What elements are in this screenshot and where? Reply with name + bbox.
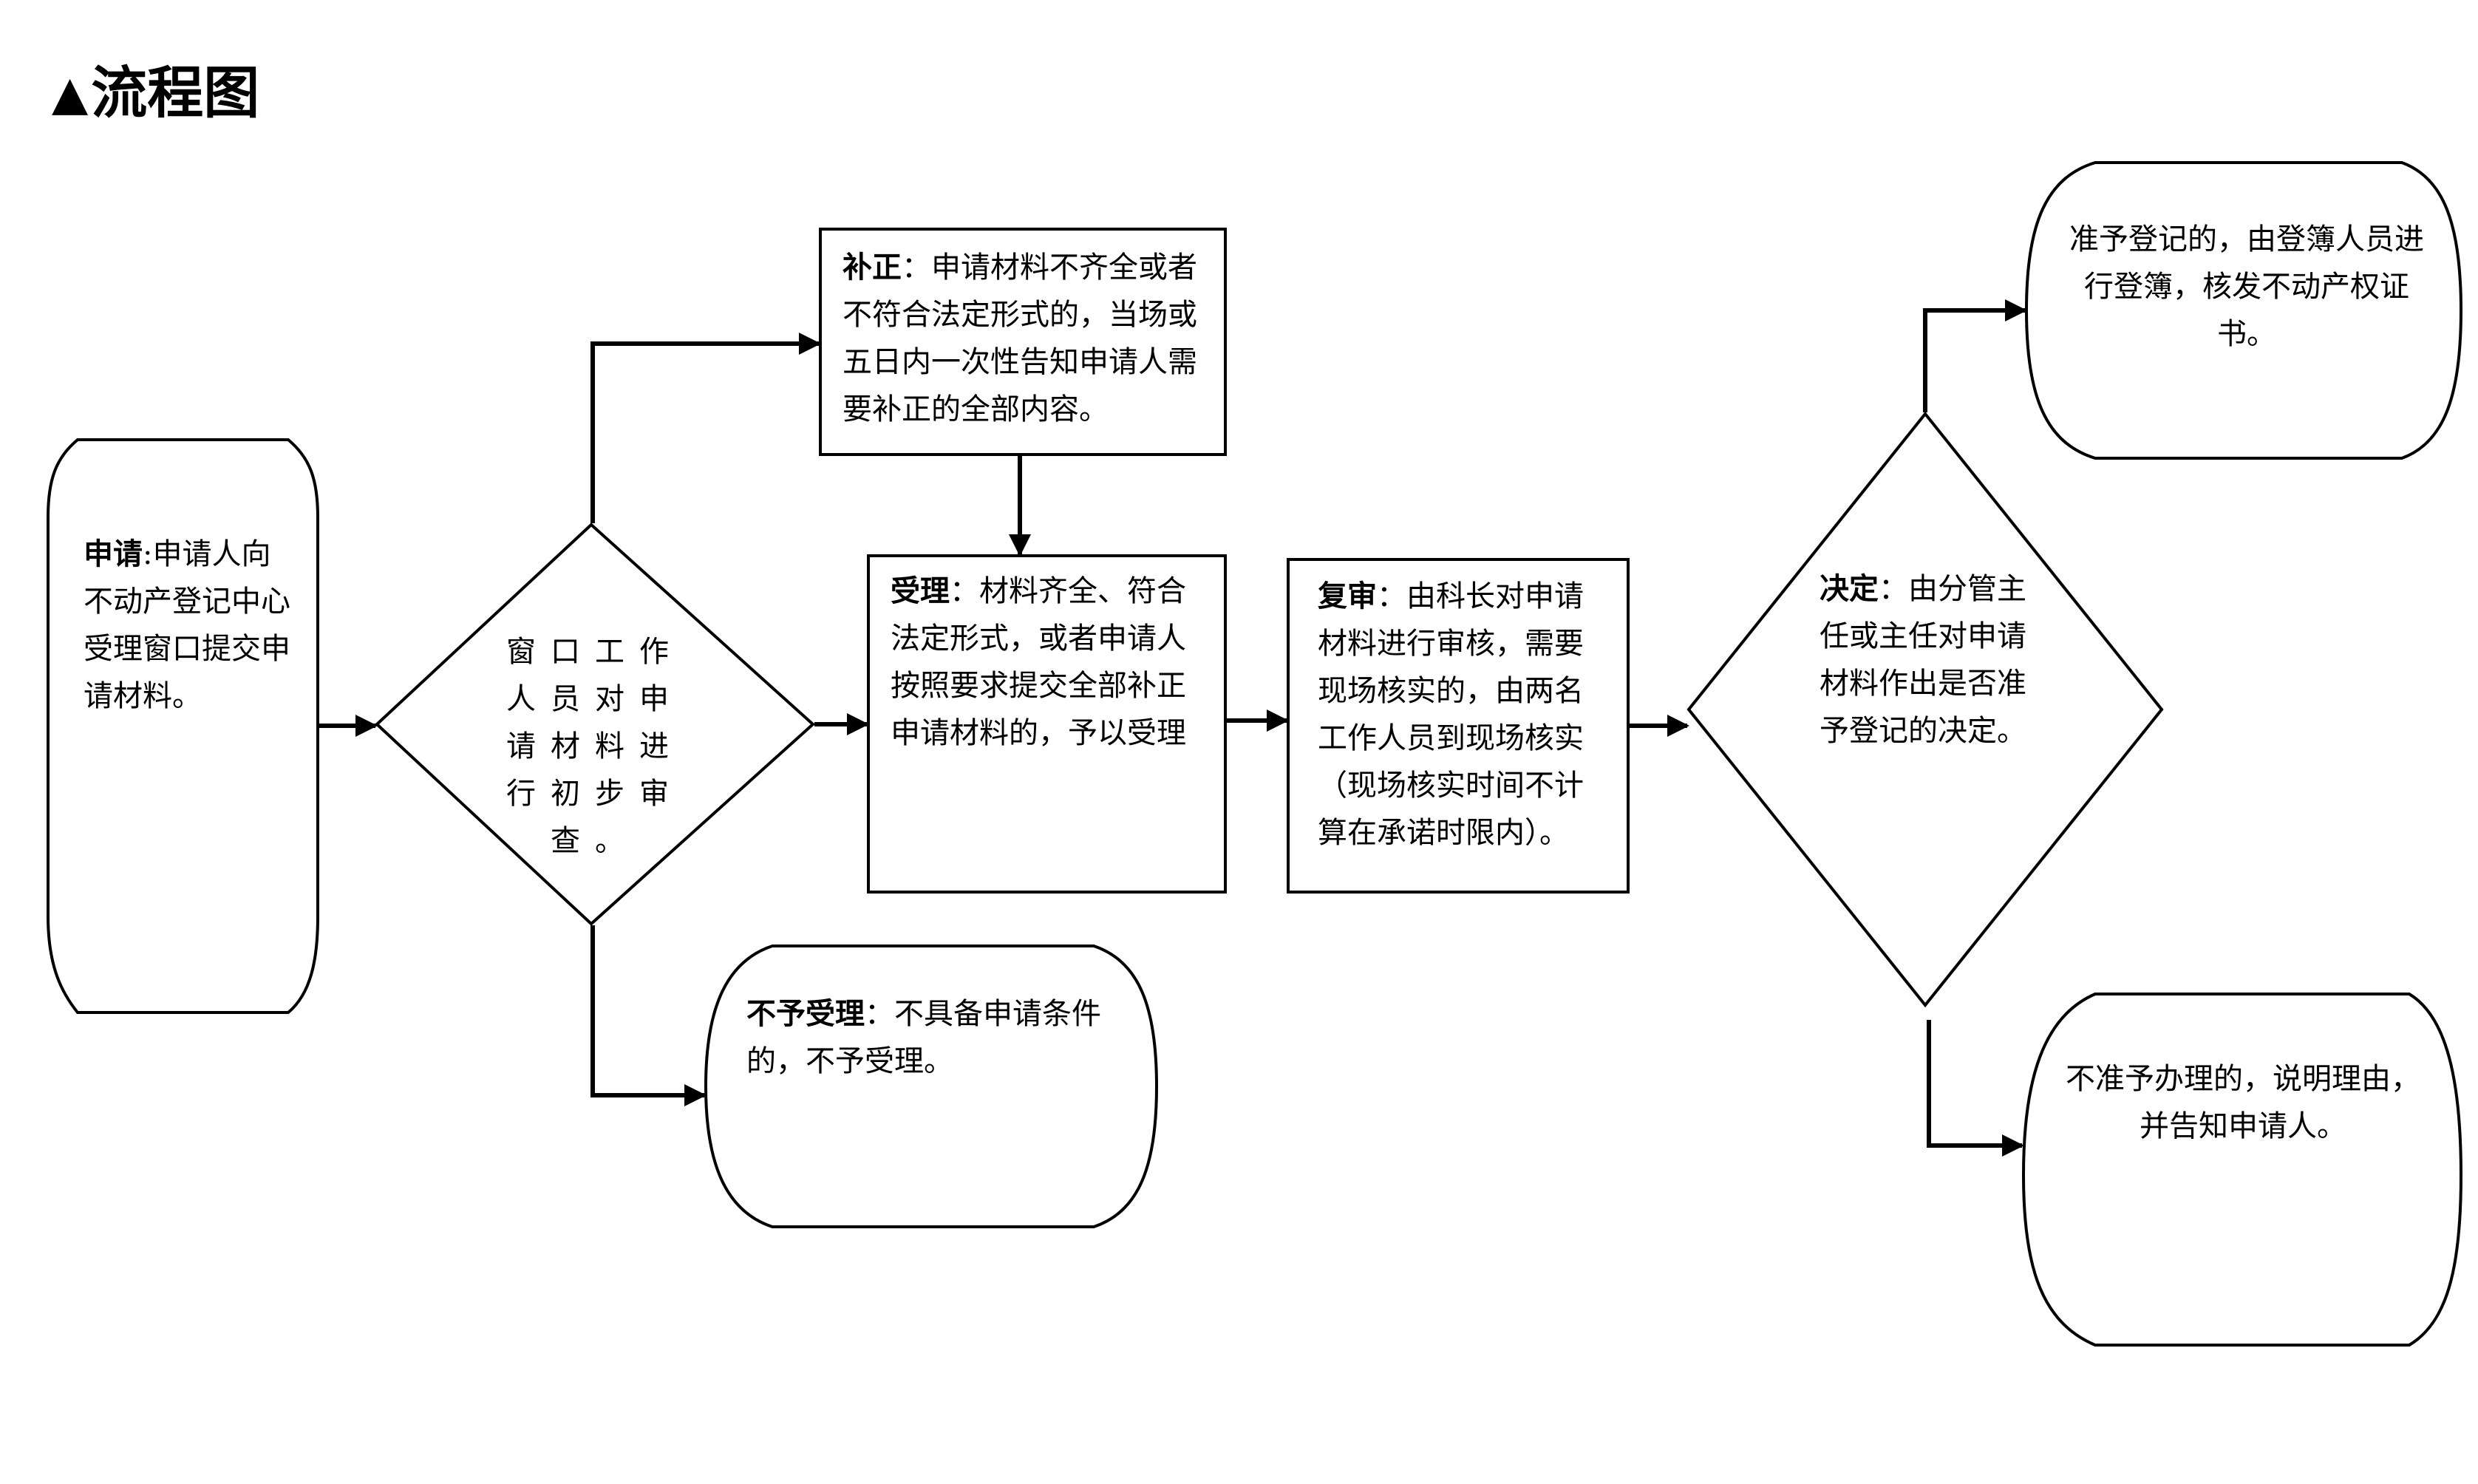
reject-label: 不予受理 (746, 996, 865, 1031)
decide-label: 决定 (1820, 571, 1879, 606)
recheck-text: 复审：由科长对申请材料进行审核，需要现场核实的，由两名工作人员到现场核实（现场核… (1318, 573, 1610, 857)
correction-label: 补正 (843, 250, 902, 285)
accept-content: 材料齐全、符合法定形式，或者申请人按照要求提交全部补正申请材料的，予以受理 (891, 574, 1186, 750)
reject-sep: ： (865, 997, 894, 1031)
title-text: 流程图 (91, 60, 260, 126)
deny-text: 不准予办理的，说明理由，并告知申请人。 (2062, 1055, 2424, 1150)
decide-sep: ： (1879, 572, 1908, 606)
edge-review-correction (590, 333, 821, 523)
edge-decide-deny (1927, 1020, 2024, 1157)
review-content: 窗口工作人员对申请材料进行初步审查。 (506, 635, 684, 858)
reject-shape (704, 944, 1159, 1228)
approve-shape (2024, 161, 2463, 460)
accept-text: 受理：材料齐全、符合法定形式，或者申请人按照要求提交全部补正申请材料的，予以受理 (891, 568, 1201, 757)
decide-diamond (1686, 411, 2164, 1008)
reject-text: 不予受理：不具备申请条件的，不予受理。 (746, 990, 1131, 1085)
approve-text: 准予登记的，由登簿人员进行登簿，核发不动产权证书。 (2069, 216, 2424, 358)
recheck-content: 由科长对申请材料进行审核，需要现场核实的，由两名工作人员到现场核实（现场核实时间… (1318, 579, 1584, 850)
edge-decide-approve (1923, 299, 2027, 412)
decide-text: 决定：由分管主任或主任对申请材料作出是否准予登记的决定。 (1820, 565, 2030, 755)
page-title: ▲流程图 (52, 65, 259, 121)
reject-content: 不具备申请条件的，不予受理。 (746, 997, 1101, 1078)
apply-text: 申请:申请人向不动产登记中心受理窗口提交申请材料。 (84, 531, 294, 720)
apply-content: 申请人向不动产登记中心受理窗口提交申请材料。 (84, 537, 290, 713)
review-diamond (375, 523, 815, 926)
edge-review-reject (590, 925, 707, 1106)
correction-text: 补正：申请材料不齐全或者不符合法定形式的，当场或五日内一次性告知申请人需要补正的… (843, 244, 1212, 433)
recheck-sep: ： (1377, 579, 1406, 613)
accept-label: 受理 (891, 573, 950, 608)
apply-shape (47, 438, 319, 1014)
review-text: 窗口工作人员对申请材料进行初步审查。 (495, 628, 695, 865)
recheck-label: 复审 (1318, 579, 1377, 613)
decide-content: 由分管主任或主任对申请材料作出是否准予登记的决定。 (1820, 572, 2026, 748)
correction-sep: ： (902, 251, 931, 285)
deny-content: 不准予办理的，说明理由，并告知申请人。 (2066, 1062, 2420, 1143)
apply-label: 申请 (84, 537, 143, 571)
correction-content: 申请材料不齐全或者不符合法定形式的，当场或五日内一次性告知申请人需要补正的全部内… (843, 251, 1197, 426)
apply-sep: : (143, 537, 153, 571)
title-marker: ▲ (52, 67, 89, 121)
deny-shape (2021, 993, 2463, 1347)
approve-content: 准予登记的，由登簿人员进行登簿，核发不动产权证书。 (2069, 222, 2424, 351)
accept-sep: ： (950, 574, 979, 608)
